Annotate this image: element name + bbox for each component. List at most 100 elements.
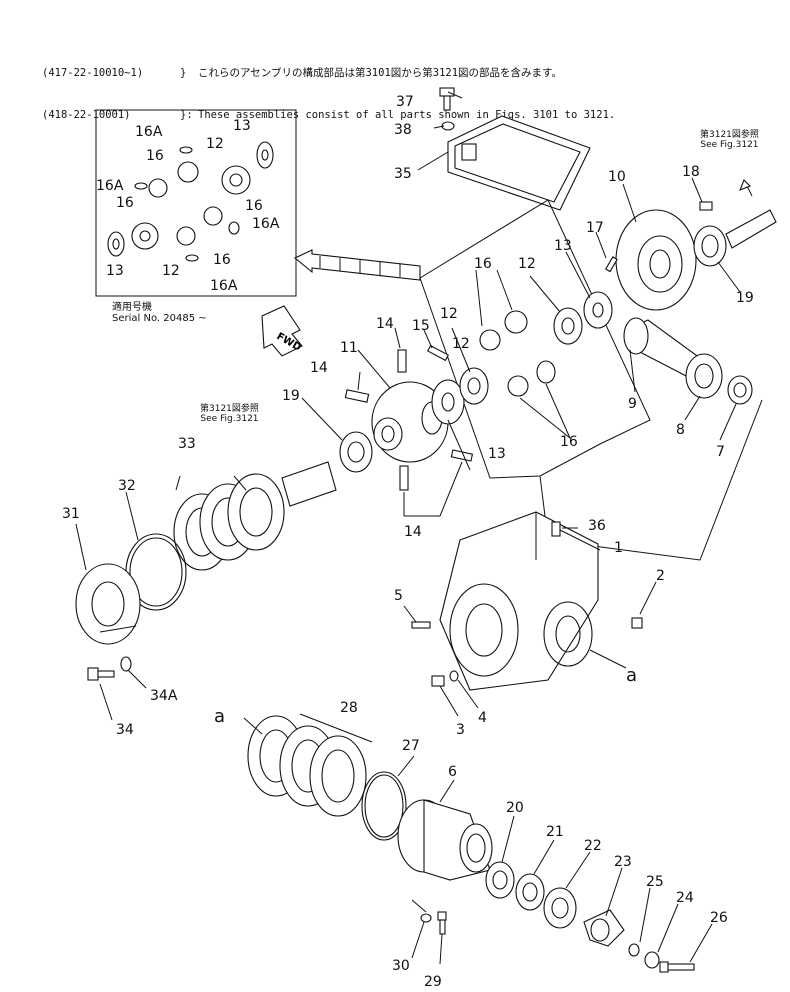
- brace: }: [180, 67, 187, 79]
- pin-36: [551, 521, 561, 537]
- fwd-direction-arrow: FWD: [261, 305, 303, 357]
- serial-jp: 適用号機: [112, 302, 152, 313]
- callout-26: 26: [710, 910, 728, 926]
- inset-pinion-16: [203, 206, 223, 226]
- washer-30: [420, 913, 432, 923]
- callout-4: 4: [478, 710, 487, 726]
- callout-13: 13: [488, 446, 506, 462]
- callout-35: 35: [394, 166, 412, 182]
- callout-29: 29: [424, 974, 442, 990]
- callout-28: 28: [340, 700, 358, 716]
- callout-38: 38: [394, 122, 412, 138]
- assembly-note-row-1: (417-22-10010~1) } これらのアセンブリの構成部品は第3101図…: [42, 66, 615, 80]
- callout-18: 18: [682, 164, 700, 180]
- inset-pointer-arrow: [293, 249, 421, 281]
- side-gear-12: [553, 307, 583, 345]
- thrust-washer-13: [431, 379, 465, 425]
- callout-8: 8: [676, 422, 685, 438]
- top-cover-35: [447, 115, 591, 211]
- see-fig-jp: 第3121図参照: [700, 130, 759, 140]
- pin-5: [411, 621, 431, 629]
- note-japanese: これらのアセンブリの構成部品は第3101図から第3121図の部品を含みます。: [198, 67, 562, 79]
- serial-number: Serial No. 20485 ~: [112, 313, 207, 324]
- callout-22: 22: [584, 838, 602, 854]
- bolt-37: [439, 87, 455, 111]
- seal-22: [543, 887, 577, 929]
- callout-16: 16: [560, 434, 578, 450]
- inset-washer-16a: [134, 182, 148, 190]
- see-fig-en: See Fig.3121: [700, 140, 759, 150]
- side-gear-12: [459, 367, 489, 405]
- washer-34a: [120, 656, 132, 672]
- inset-washer-16a: [228, 221, 240, 235]
- brace-colon: }:: [180, 109, 193, 121]
- callout-a: a: [626, 665, 637, 686]
- washer-4: [449, 670, 459, 682]
- callout-36: 36: [588, 518, 606, 534]
- inset-pinion-16: [176, 226, 196, 246]
- callout-31: 31: [62, 506, 80, 522]
- inset-side-gear-12: [131, 222, 159, 250]
- callout-6: 6: [448, 764, 457, 780]
- callout-16: 16: [146, 148, 164, 164]
- callout-12: 12: [452, 336, 470, 352]
- bolt-26: [659, 961, 695, 973]
- callout-3: 3: [456, 722, 465, 738]
- callout-16: 16: [116, 195, 134, 211]
- callout-20: 20: [506, 800, 524, 816]
- inset-thrust-washer-13: [256, 141, 274, 169]
- callout-1: 1: [614, 540, 623, 556]
- see-fig-reference-left: 第3121図参照 See Fig.3121: [200, 404, 259, 424]
- see-fig-reference-top: 第3121図参照 See Fig.3121: [700, 130, 759, 150]
- thrust-washer-13: [583, 291, 613, 329]
- inset-parts: [107, 141, 274, 262]
- o-ring-27: [361, 771, 407, 841]
- washer-24: [644, 951, 660, 969]
- pinion-16: [479, 329, 501, 351]
- callout-a: a: [214, 706, 225, 727]
- inset-washer-16a: [185, 254, 199, 262]
- inset-pinion-16: [148, 178, 168, 198]
- callout-16a: 16A: [252, 216, 280, 232]
- shaft-upper-reference: [725, 179, 777, 249]
- plug-3: [431, 675, 445, 687]
- callout-19: 19: [736, 290, 754, 306]
- callout-11: 11: [340, 340, 358, 356]
- callout-16: 16: [213, 252, 231, 268]
- see-fig-jp: 第3121図参照: [200, 404, 259, 414]
- coupling-23: [583, 909, 625, 947]
- callout-37: 37: [396, 94, 414, 110]
- callout-33: 33: [178, 436, 196, 452]
- callout-12: 12: [518, 256, 536, 272]
- model-number-1: (417-22-10010~1): [42, 67, 144, 79]
- pinion-16: [507, 375, 529, 397]
- callout-9: 9: [628, 396, 637, 412]
- callout-12: 12: [206, 136, 224, 152]
- callout-19: 19: [282, 388, 300, 404]
- shaft-left-reference: [281, 461, 337, 507]
- main-housing-1: [439, 511, 599, 691]
- inset-thrust-washer-13: [107, 231, 125, 257]
- callout-27: 27: [402, 738, 420, 754]
- bolt-34: [87, 667, 115, 681]
- bearing-19-upper: [693, 225, 727, 267]
- note-english: These assemblies consist of all parts sh…: [198, 109, 616, 121]
- callout-25: 25: [646, 874, 664, 890]
- pin-15: [427, 344, 449, 362]
- callout-30: 30: [392, 958, 410, 974]
- inset-side-gear-12: [221, 165, 251, 195]
- callout-16a: 16A: [135, 124, 163, 140]
- callout-16a: 16A: [96, 178, 124, 194]
- plug-2: [631, 617, 643, 629]
- model-number-2: (418-22-10001): [42, 109, 131, 121]
- pinion-shafts-14: [344, 349, 474, 491]
- callout-13: 13: [554, 238, 572, 254]
- callout-21: 21: [546, 824, 564, 840]
- bearing-20: [485, 861, 515, 899]
- inset-box: [95, 109, 297, 297]
- bolt-29: [437, 911, 447, 935]
- pinion-16: [504, 310, 528, 334]
- bearing-19-left: [339, 431, 373, 473]
